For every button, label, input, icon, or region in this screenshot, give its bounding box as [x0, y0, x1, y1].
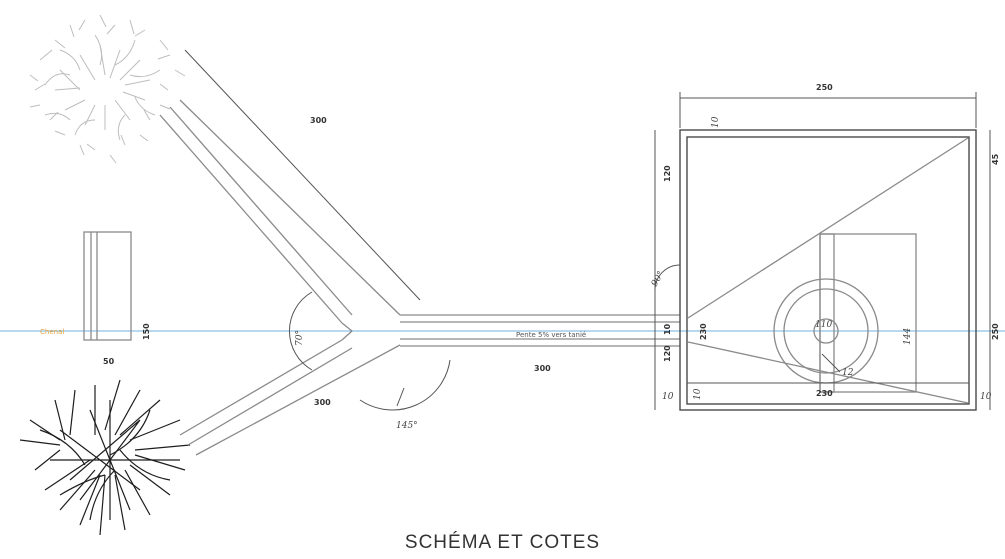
dim-offset-top: 120 [663, 165, 672, 182]
outer-angle-arc [359, 359, 451, 411]
inner-bar [819, 233, 835, 393]
dim-wall-left: 10 [662, 392, 674, 402]
basin-middle-circle [783, 288, 869, 374]
fork-tip [341, 322, 354, 341]
dim-channel-length: 300 [534, 364, 551, 373]
diagram-caption: SCHÉMA ET COTES [404, 532, 601, 553]
dim-wall-bottom: 10 [693, 388, 703, 400]
dim-side: 45 [991, 153, 1000, 165]
dim-circle: 110 [815, 320, 832, 330]
dim-line-upper-arm [184, 49, 421, 301]
left-block [83, 231, 132, 341]
outer-angle-tick [396, 387, 405, 407]
dim-small: 12 [842, 368, 854, 378]
tank [679, 129, 977, 411]
tree-top-icon [29, 14, 186, 164]
dim-offset-bottom: 120 [663, 345, 672, 362]
dim-wall-right: 10 [980, 392, 992, 402]
upper-arm [159, 99, 401, 324]
dim-tank-inner-height: 230 [699, 323, 708, 340]
main-channel [400, 314, 680, 347]
tank-funnel [687, 137, 969, 404]
dim-rect: 144 [903, 328, 913, 345]
dim-left-block-width: 50 [103, 357, 115, 366]
dim-right-angle: 90° [650, 270, 667, 289]
tree-bottom-icon [19, 379, 191, 536]
dim-tank-inner-width: 230 [816, 389, 833, 398]
dim-small-leader [821, 353, 841, 373]
dim-lower-arm: 300 [314, 398, 331, 407]
lower-arm [179, 339, 401, 456]
axis-label: Chenal [40, 328, 64, 336]
dim-channel-width: 10 [663, 323, 672, 335]
slope-note: Pente 5% vers tanié [516, 331, 586, 339]
dim-fork-angle: 70° [295, 330, 305, 346]
fork-angle-arc [289, 291, 313, 371]
dim-tank-width: 250 [816, 83, 833, 92]
basin-inner-circle [813, 318, 839, 344]
dim-upper-arm: 300 [310, 116, 327, 125]
dim-left-block-height: 150 [142, 323, 151, 340]
dim-wall-top: 10 [711, 116, 721, 128]
dim-tank-height: 250 [991, 323, 1000, 340]
right-angle-arc [654, 264, 681, 291]
dim-outer-angle: 145° [396, 421, 418, 431]
